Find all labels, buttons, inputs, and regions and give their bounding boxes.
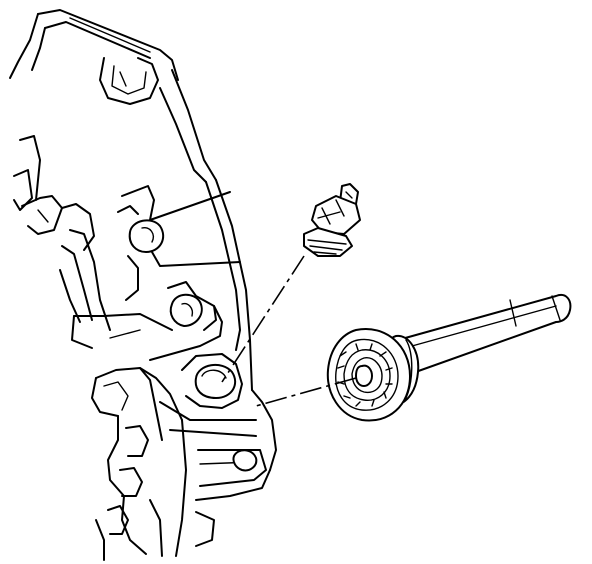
tool-alignment-line [255, 377, 357, 407]
threaded-sensor-icon [303, 183, 361, 257]
engine-housing-icon [9, 9, 277, 561]
sensor-alignment-line [221, 255, 305, 383]
seal-installer-tool-icon [326, 294, 572, 422]
